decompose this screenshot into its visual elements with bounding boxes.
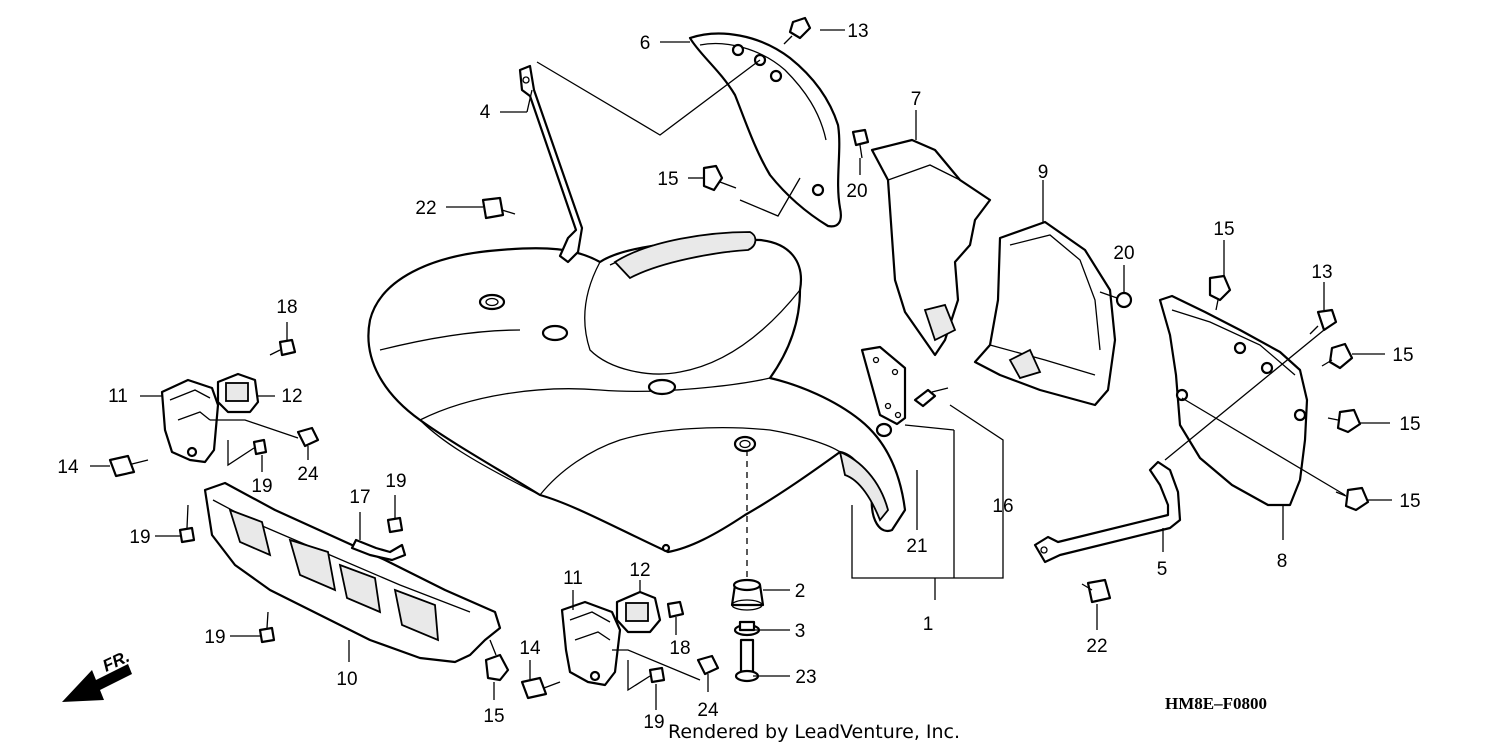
side-panel-6 bbox=[688, 32, 842, 228]
callout-7: 7 bbox=[911, 89, 922, 110]
callout-22-top: 22 bbox=[415, 198, 436, 219]
inner-panel-7 bbox=[870, 138, 992, 357]
callout-13-top: 13 bbox=[847, 21, 868, 42]
callout-20-right: 20 bbox=[1113, 243, 1134, 264]
callout-22-bottom: 22 bbox=[1086, 636, 1107, 657]
callout-15-upper: 15 bbox=[657, 169, 678, 190]
callout-9: 9 bbox=[1038, 162, 1049, 183]
callout-3: 3 bbox=[795, 621, 806, 642]
callout-17: 17 bbox=[349, 487, 370, 508]
callout-10: 10 bbox=[336, 669, 357, 690]
front-fender bbox=[367, 231, 907, 554]
callout-1: 1 bbox=[923, 614, 934, 635]
callout-5: 5 bbox=[1157, 559, 1168, 580]
callout-12-left: 12 bbox=[281, 386, 302, 407]
callout-19-c: 19 bbox=[129, 527, 150, 548]
callout-16: 16 bbox=[992, 496, 1013, 517]
callout-labels: 1 2 3 4 5 6 7 8 9 10 11 11 12 12 13 13 1… bbox=[57, 21, 1420, 733]
callout-23: 23 bbox=[795, 667, 816, 688]
callout-24-right: 24 bbox=[697, 700, 719, 721]
diagram-code: HM8E–F0800 bbox=[1165, 694, 1267, 713]
callout-4: 4 bbox=[480, 102, 491, 123]
callout-19-e: 19 bbox=[643, 712, 664, 733]
callout-20-top: 20 bbox=[846, 181, 867, 202]
callout-24-left: 24 bbox=[297, 464, 319, 485]
callout-15-bottom: 15 bbox=[483, 706, 504, 727]
grommet-2 bbox=[730, 578, 765, 611]
callout-15-right-2: 15 bbox=[1399, 414, 1420, 435]
front-cover-10 bbox=[203, 481, 502, 664]
front-direction-arrow: FR. bbox=[62, 647, 133, 702]
holder-11-left bbox=[160, 378, 220, 464]
callout-15-right-3: 15 bbox=[1399, 491, 1420, 512]
inner-panel-9 bbox=[973, 220, 1117, 407]
leader-lines bbox=[90, 29, 1392, 710]
callout-6: 6 bbox=[640, 33, 651, 54]
callout-19-d: 19 bbox=[204, 627, 225, 648]
stay-4 bbox=[518, 64, 584, 264]
callout-18-left: 18 bbox=[276, 297, 297, 318]
socket-12-left bbox=[216, 372, 260, 414]
side-panel-8 bbox=[1158, 294, 1309, 507]
callout-11-left: 11 bbox=[108, 386, 128, 407]
callout-13-right: 13 bbox=[1311, 262, 1332, 283]
collar-3 bbox=[733, 620, 761, 637]
callout-12-right: 12 bbox=[629, 560, 650, 581]
fasteners bbox=[108, 16, 1370, 700]
callout-18-right: 18 bbox=[669, 638, 690, 659]
callout-19-a: 19 bbox=[251, 476, 272, 497]
seal-plate-21 bbox=[860, 345, 907, 438]
callout-8: 8 bbox=[1277, 551, 1288, 572]
callout-19-b: 19 bbox=[385, 471, 406, 492]
holder-11-right bbox=[560, 600, 622, 687]
callout-14-right: 14 bbox=[519, 638, 541, 659]
callout-11-right: 11 bbox=[563, 568, 583, 589]
callout-21: 21 bbox=[906, 536, 927, 557]
callout-15-right-top: 15 bbox=[1213, 219, 1234, 240]
callout-15-right-1: 15 bbox=[1392, 345, 1413, 366]
callout-2: 2 bbox=[795, 581, 806, 602]
callout-14-left: 14 bbox=[57, 457, 79, 478]
bolt-23 bbox=[734, 638, 760, 683]
socket-12-right bbox=[615, 590, 662, 634]
stay-5 bbox=[1033, 460, 1182, 564]
credit-text: Rendered by LeadVenture, Inc. bbox=[668, 721, 960, 743]
